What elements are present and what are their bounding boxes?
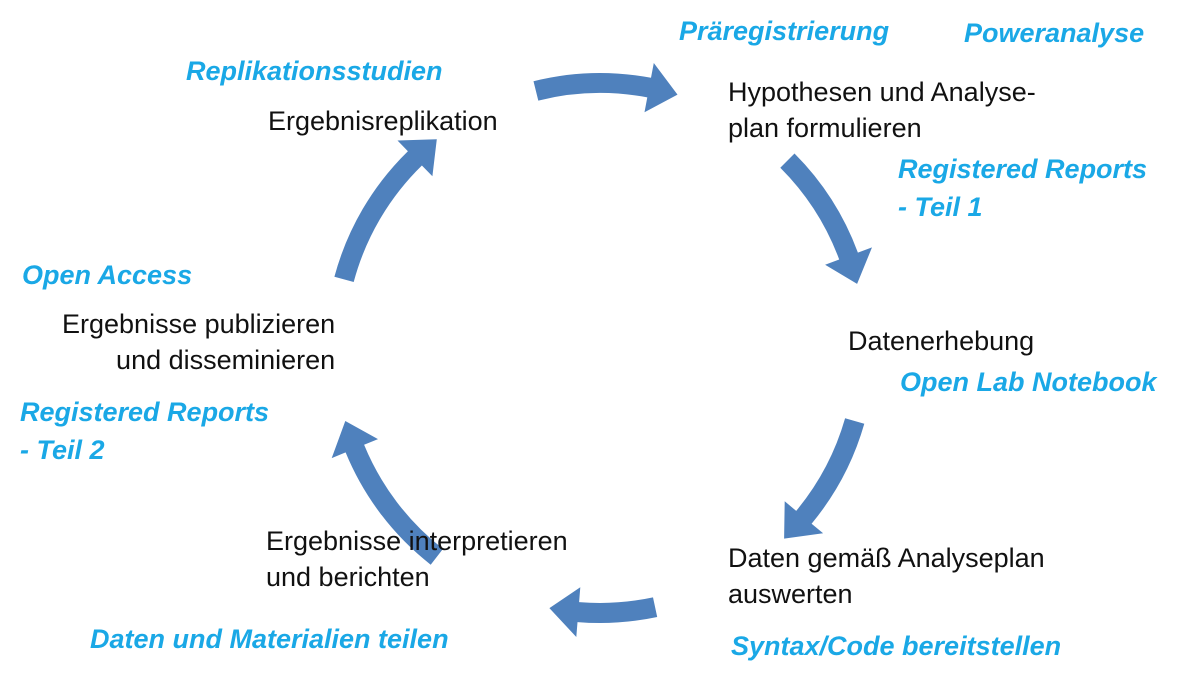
arrow-analysis-to-interpretation <box>549 587 658 637</box>
stage-interpretation: Ergebnisse interpretieren und berichten <box>266 523 568 595</box>
stage-collection: Datenerhebung <box>848 323 1034 359</box>
stage-hypotheses-line-1: Hypothesen und Analyse- <box>728 77 1036 107</box>
stage-publication: Ergebnisse publizieren und disseminieren <box>62 306 335 378</box>
stage-replication: Ergebnisreplikation <box>268 103 498 139</box>
practice-replication-studies: Replikationsstudien <box>186 52 443 90</box>
stage-analysis-line-1: Daten gemäß Analyseplan <box>728 543 1045 573</box>
practice-open-access-line-1: Open Access <box>22 260 193 290</box>
stage-hypotheses-line-2: plan formulieren <box>728 113 922 143</box>
stage-collection-line-1: Datenerhebung <box>848 326 1035 356</box>
practice-open-lab-notebook: Open Lab Notebook <box>900 363 1157 401</box>
arrow-publication-to-replication <box>334 139 437 282</box>
arrow-hypotheses-to-collection <box>780 153 872 284</box>
practice-registered-reports-1: Registered Reports - Teil 1 <box>898 150 1147 226</box>
practice-registered-reports-2: Registered Reports - Teil 2 <box>20 393 269 469</box>
stage-interpretation-line-1: Ergebnisse interpretieren <box>266 526 568 556</box>
practice-registered-reports-2-line-1: Registered Reports <box>20 397 270 427</box>
stage-analysis: Daten gemäß Analyseplan auswerten <box>728 540 1045 612</box>
practice-power-analysis: Poweranalyse <box>964 14 1144 52</box>
practice-registered-reports-2-line-2: - Teil 2 <box>20 435 105 465</box>
practice-open-lab-notebook-line-1: Open Lab Notebook <box>900 367 1157 397</box>
practice-share-data: Daten und Materialien teilen <box>90 620 449 658</box>
stage-hypotheses: Hypothesen und Analyse- plan formulieren <box>728 74 1036 146</box>
practice-replication-studies-line-1: Replikationsstudien <box>186 56 443 86</box>
practice-registered-reports-1-line-1: Registered Reports <box>898 154 1148 184</box>
practice-syntax-code: Syntax/Code bereitstellen <box>731 627 1061 665</box>
stage-publication-line-2: und disseminieren <box>116 345 336 375</box>
practice-registered-reports-1-line-2: - Teil 1 <box>898 192 983 222</box>
arrow-replication-to-hypotheses <box>533 63 678 113</box>
stage-analysis-line-2: auswerten <box>728 579 853 609</box>
arrow-collection-to-analysis <box>784 418 865 539</box>
stage-interpretation-line-2: und berichten <box>266 562 430 592</box>
practice-open-access: Open Access <box>22 256 192 294</box>
arrow-interpretation-to-publication <box>331 421 443 565</box>
stage-publication-line-1: Ergebnisse publizieren <box>62 309 336 339</box>
practice-syntax-code-line-1: Syntax/Code bereitstellen <box>731 631 1062 661</box>
practice-share-data-line-1: Daten und Materialien teilen <box>90 624 449 654</box>
practice-preregistration-line-1: Präregistrierung <box>679 16 890 46</box>
practice-preregistration: Präregistrierung <box>679 12 889 50</box>
practice-power-analysis-line-1: Poweranalyse <box>964 18 1145 48</box>
stage-replication-line-1: Ergebnisreplikation <box>268 106 498 136</box>
